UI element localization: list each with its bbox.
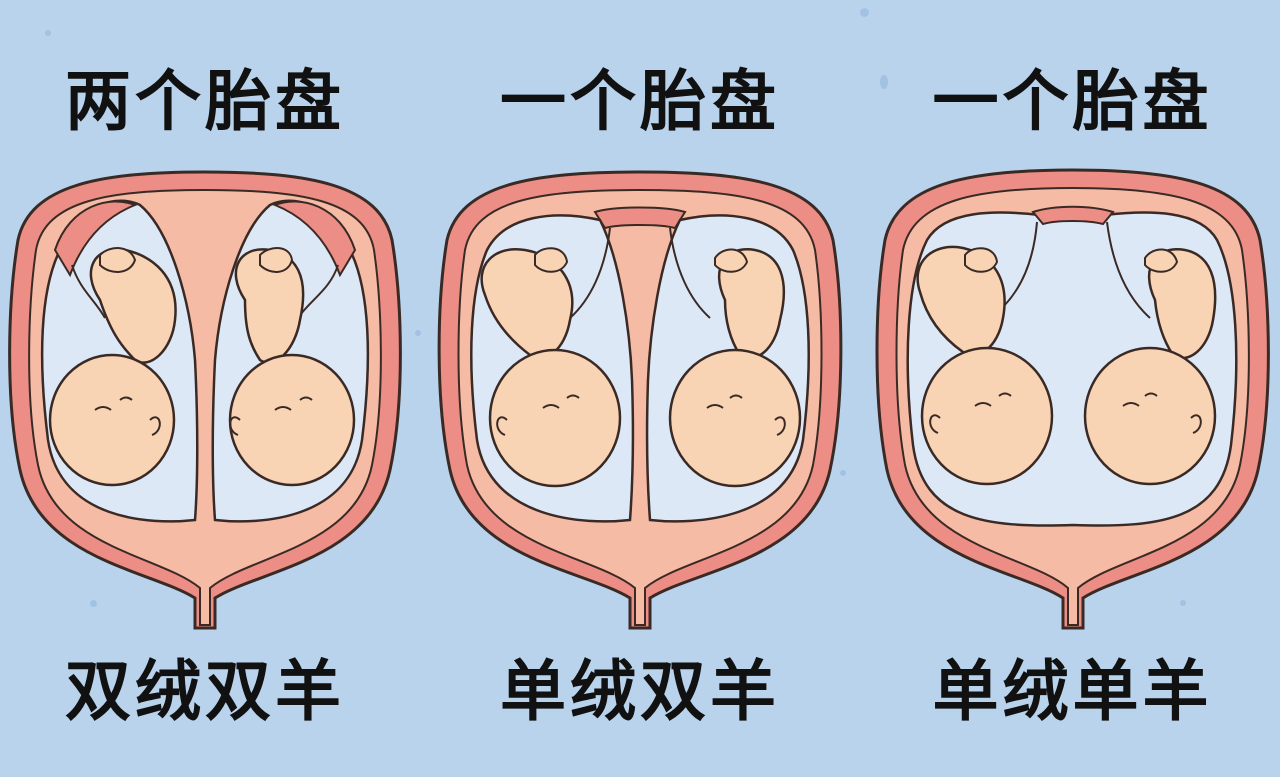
background-speck: [45, 30, 51, 36]
fetus: [228, 247, 356, 487]
background-speck: [860, 8, 869, 17]
uterus-diagram: [437, 170, 843, 630]
fetus: [48, 247, 177, 487]
placenta-shared: [1031, 205, 1115, 226]
panel-caption: 双绒双羊: [65, 653, 345, 730]
umbilical-cord: [669, 227, 711, 319]
umbilical-cord: [1106, 221, 1151, 319]
panel-title: 一个胎盘: [500, 63, 780, 140]
placenta-left: [53, 200, 138, 278]
fetus: [480, 247, 622, 488]
panel-monochorionic-monoamniotic: 一个胎盘 单绒单羊: [865, 0, 1280, 777]
fetus: [916, 245, 1054, 486]
placenta-right: [272, 200, 357, 278]
panel-caption: 单绒单羊: [932, 653, 1213, 730]
background-speck: [415, 330, 421, 336]
background-speck: [90, 600, 97, 607]
umbilical-cord: [71, 264, 106, 319]
panel-dichorionic-diamniotic: 两个胎盘 双绒双羊: [0, 0, 410, 777]
panel-title: 两个胎盘: [65, 63, 345, 140]
background-speck: [1180, 600, 1186, 606]
panel-caption: 单绒双羊: [500, 653, 780, 730]
fetus: [668, 248, 802, 488]
panel-monochorionic-diamniotic: 一个胎盘 单绒双羊: [425, 0, 855, 777]
panel-title: 一个胎盘: [932, 63, 1213, 140]
uterus-diagram: [875, 168, 1270, 630]
uterus-diagram: [8, 170, 402, 630]
background-speck: [880, 75, 888, 89]
umbilical-cord: [569, 227, 611, 319]
background-speck: [840, 470, 846, 476]
background-speck: [1150, 120, 1157, 127]
placenta-shared: [593, 206, 687, 230]
fetus: [1083, 248, 1217, 486]
